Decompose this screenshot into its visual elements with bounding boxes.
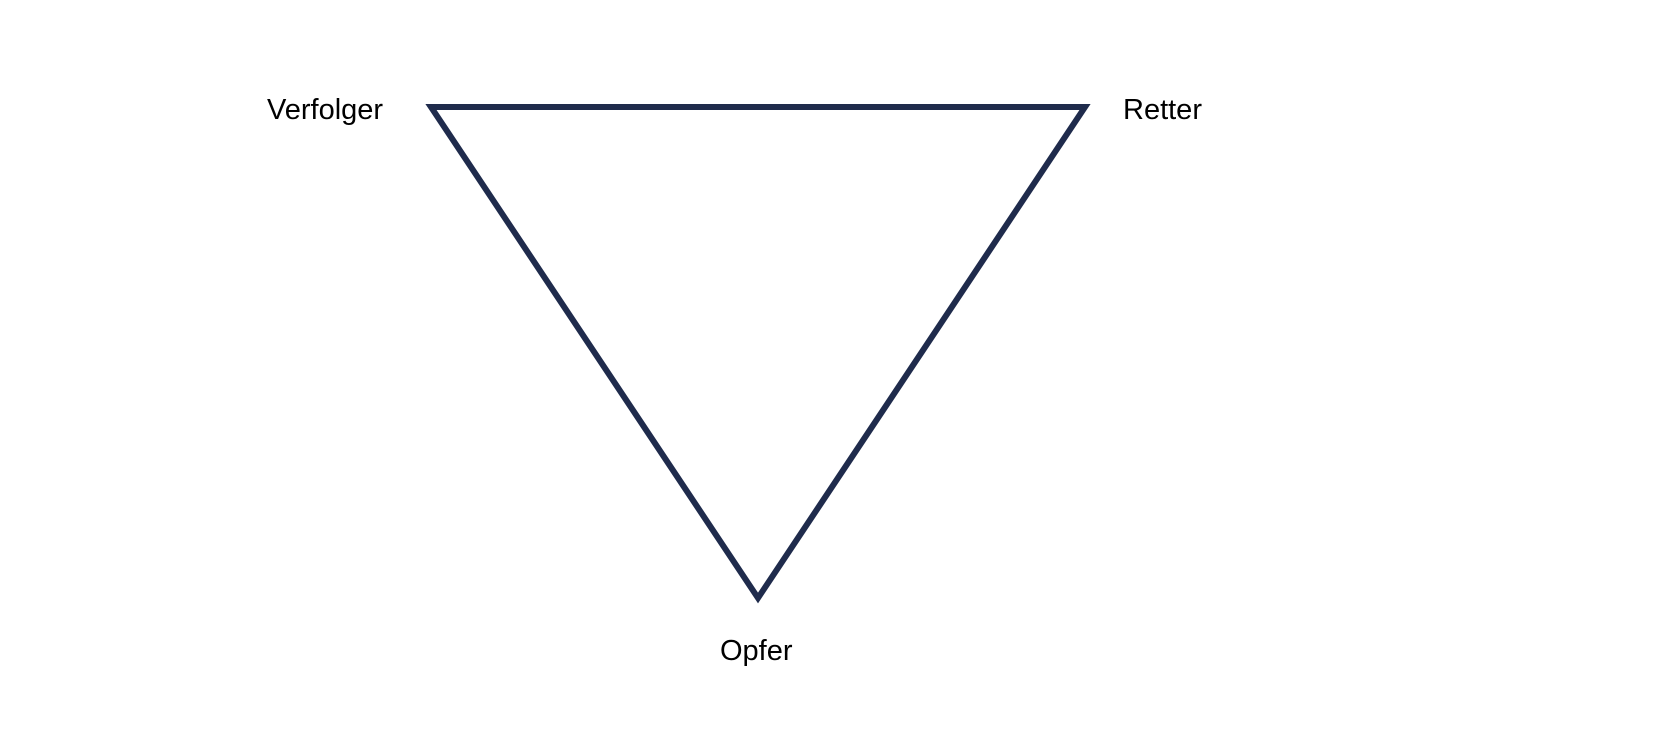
label-retter: Retter [1123,94,1202,126]
label-opfer: Opfer [720,635,793,667]
triangle-shape [425,104,1091,604]
label-verfolger: Verfolger [267,94,384,126]
